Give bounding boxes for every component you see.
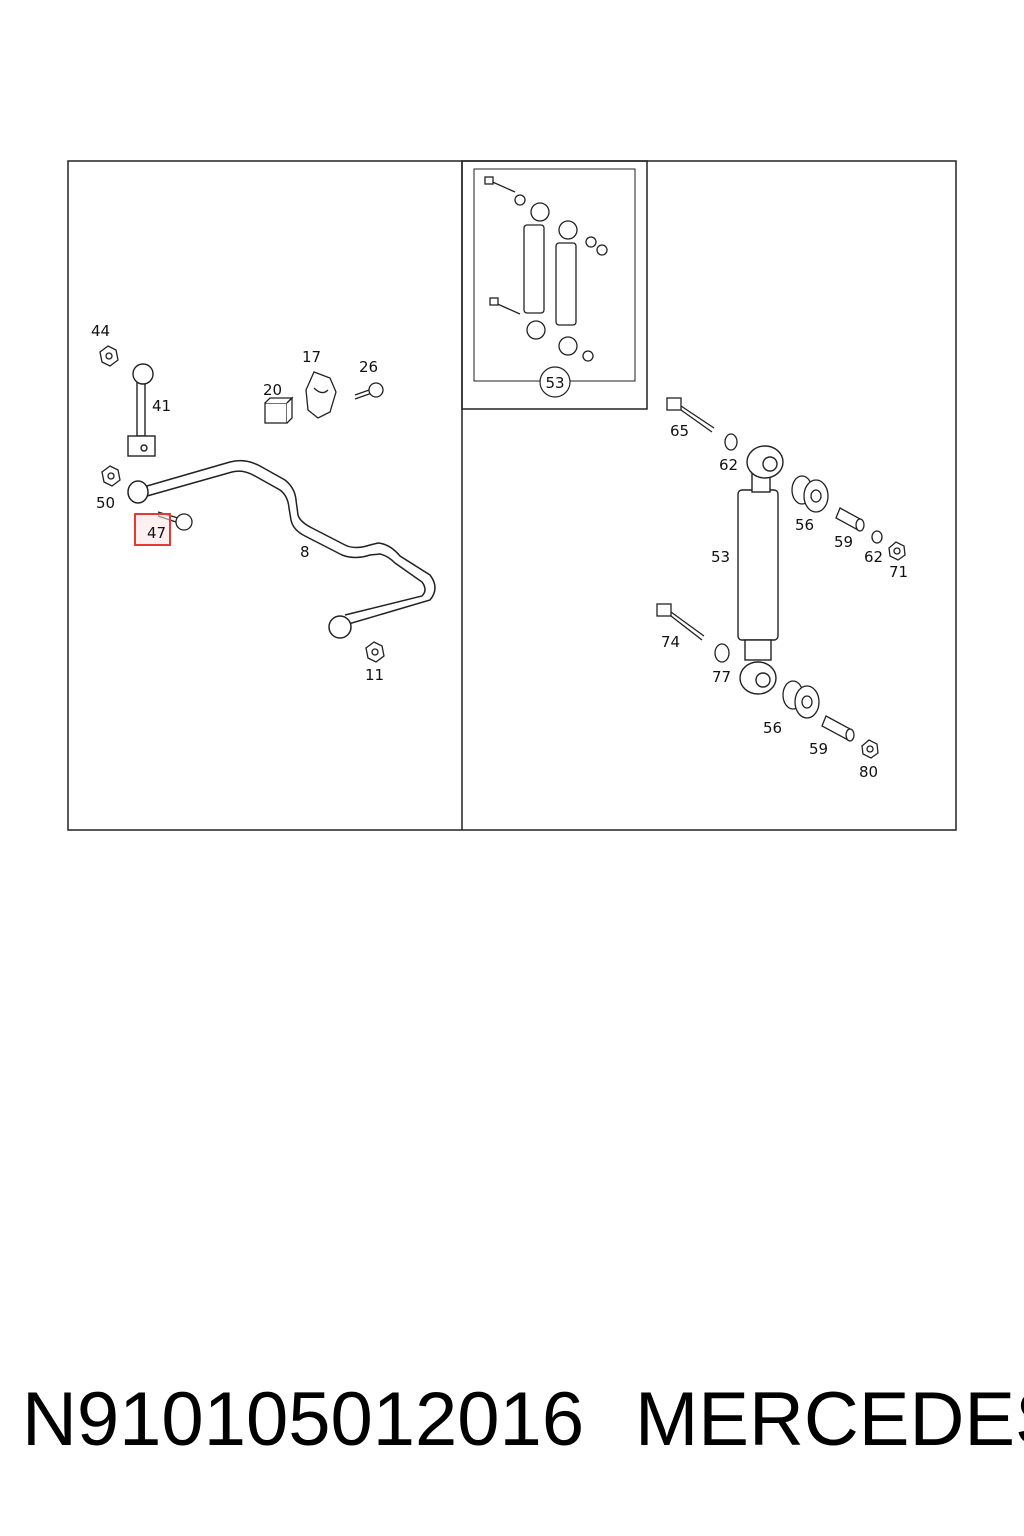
shock-absorber-53 (737, 445, 784, 695)
callout-8: 8 (300, 543, 310, 561)
callout-56-top: 56 (795, 516, 814, 534)
inset-shock-pair (484, 176, 608, 362)
inset-box-inner (473, 168, 636, 382)
brand-name: MERCEDES (635, 1377, 1024, 1462)
washer-77 (714, 643, 730, 663)
callout-20: 20 (263, 381, 282, 399)
callout-26: 26 (359, 358, 378, 376)
callout-71: 71 (889, 563, 908, 581)
bolt-65 (666, 397, 715, 433)
sleeve-59-bottom (821, 715, 855, 742)
bushing-20 (264, 396, 294, 424)
bushing-56-bottom (782, 680, 820, 719)
bracket-17 (305, 371, 337, 419)
callout-41: 41 (152, 397, 171, 415)
nut-11 (365, 641, 385, 663)
callout-77: 77 (712, 668, 731, 686)
stabilizer-bar (139, 459, 436, 626)
bushing-56-top (791, 475, 829, 513)
link-rod (127, 363, 156, 457)
callout-65: 65 (670, 422, 689, 440)
washer-62-top (724, 433, 738, 451)
callout-53-inset: 53 (545, 374, 564, 392)
bolt-74 (656, 603, 705, 641)
callout-44: 44 (91, 322, 110, 340)
callout-47: 47 (147, 524, 166, 542)
callout-59-bottom: 59 (809, 740, 828, 758)
inset-callout-circle (539, 366, 571, 398)
stabilizer-end-right (328, 615, 352, 639)
callout-80: 80 (859, 763, 878, 781)
nut-71 (888, 541, 906, 561)
callout-59-top: 59 (834, 533, 853, 551)
callout-74: 74 (661, 633, 680, 651)
nut-50 (101, 465, 121, 487)
callout-17: 17 (302, 348, 321, 366)
washer-62-right (871, 530, 883, 544)
nut-80 (861, 739, 879, 759)
callout-11: 11 (365, 666, 384, 684)
bolt-26 (354, 382, 384, 400)
callout-53: 53 (711, 548, 730, 566)
callout-62-top: 62 (719, 456, 738, 474)
callout-62-right: 62 (864, 548, 883, 566)
highlight-box (134, 513, 171, 546)
callout-56-bottom: 56 (763, 719, 782, 737)
part-caption: N910105012016 MERCEDES (0, 1370, 1024, 1480)
callout-50: 50 (96, 494, 115, 512)
part-number: N910105012016 (22, 1377, 585, 1462)
sleeve-59-top (835, 507, 865, 532)
parts-diagram: 53 (67, 160, 957, 831)
nut-44 (99, 345, 119, 367)
stabilizer-end-left (127, 480, 149, 504)
inset-box-outer (461, 160, 648, 410)
